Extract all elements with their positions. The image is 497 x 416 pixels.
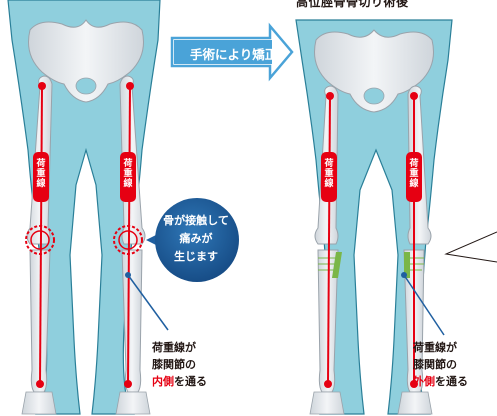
- note-before: 荷重線が 膝関節の 内側を通る: [152, 339, 207, 390]
- note-before-line-3: 内側を通る: [152, 373, 207, 390]
- load-line-label-4: 荷重線: [407, 159, 421, 189]
- right-edge-callout: [446, 232, 497, 262]
- note-before-highlight: 内側: [152, 375, 174, 388]
- note-after-rest: を通る: [435, 375, 468, 388]
- note-before-rest: を通る: [174, 375, 207, 388]
- bubble-line-1: 骨が接触して: [161, 212, 231, 230]
- page-title: 高位脛骨骨切り術後: [296, 0, 409, 10]
- note-after-line-1: 荷重線が: [413, 339, 468, 356]
- before-figure: [8, 0, 168, 414]
- note-after-highlight: 外側: [413, 375, 435, 388]
- note-after: 荷重線が 膝関節の 外側を通る: [413, 339, 468, 390]
- load-line-label-1: 荷重線: [34, 159, 48, 189]
- load-line-label-3: 荷重線: [322, 159, 336, 189]
- left-foot-2: [116, 392, 150, 414]
- arrow-label: 手術により矯正: [190, 44, 277, 63]
- bubble-line-2: 痛みが: [161, 230, 231, 248]
- right-foot-1: [310, 392, 344, 414]
- right-foot-2: [398, 392, 432, 414]
- note-before-line-2: 膝関節の: [152, 356, 207, 373]
- note-after-line-2: 膝関節の: [413, 356, 468, 373]
- note-before-line-1: 荷重線が: [152, 339, 207, 356]
- load-line-label-2: 荷重線: [121, 159, 135, 189]
- bubble-text: 骨が接触して 痛みが 生じます: [161, 212, 231, 266]
- left-foot-1: [22, 392, 56, 414]
- left-tibia-left-leg: [122, 250, 142, 392]
- note-after-line-3: 外側を通る: [413, 373, 468, 390]
- bubble-line-3: 生じます: [161, 248, 231, 266]
